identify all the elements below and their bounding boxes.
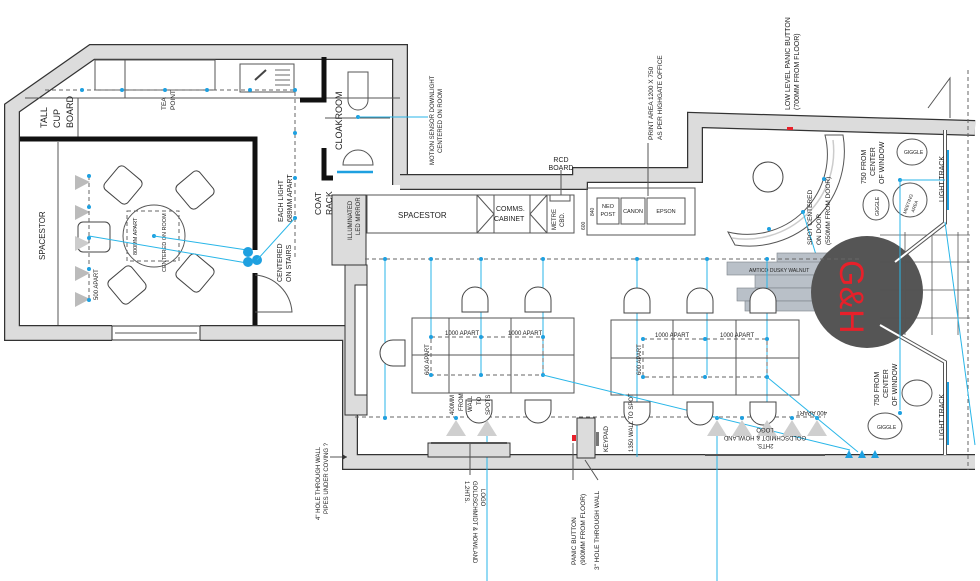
brand-mark: G&H xyxy=(832,260,870,334)
giggle-seat xyxy=(896,138,928,166)
logo-right-label: 2HTS.GOLDSCHMIDT & HOWLANDLOGO xyxy=(723,426,806,448)
wall-washer-lights xyxy=(75,174,91,307)
epson-label: EPSON xyxy=(656,209,675,215)
panic-button-label: PANIC BUTTON(900MM FROM FLOOR) xyxy=(571,494,587,565)
giggle-label: GIGGLE xyxy=(875,196,881,216)
meeting-room: SPACESTOR 800MM APART CENTERED ON ROOM 5… xyxy=(20,136,296,325)
panic-button-icon xyxy=(572,435,576,441)
coat-rack-label: COATRACK xyxy=(313,191,334,215)
round-table xyxy=(122,204,186,268)
wall-to-spot-label: 1350 WALL TO SPOT xyxy=(629,393,635,452)
spacestor-right-label: SPACESTOR xyxy=(398,211,447,220)
reception: LOW LEVEL PANIC BUTTON(700MM FROM FLOOR)… xyxy=(726,17,976,470)
apart-1000-label: 1000 APART xyxy=(655,333,689,339)
giggle-label: GIGGLE xyxy=(877,425,897,431)
giggle-seat xyxy=(862,189,890,221)
giggle-seat xyxy=(867,412,903,440)
giggle-seat xyxy=(901,379,933,407)
door-swing xyxy=(254,274,293,313)
dim-600: 600 xyxy=(581,221,587,230)
apart-1000-label: 1000 APART xyxy=(445,331,479,337)
dim-840: 840 xyxy=(590,207,596,216)
office: 1000 APART 1000 APART 1000 APART 1000 AP… xyxy=(355,257,879,581)
basin-icon xyxy=(342,149,374,166)
walls xyxy=(4,44,976,470)
hole-3-label: 3" HOLE THROUGH WALL xyxy=(594,490,601,570)
apart-600-label: 600 APART xyxy=(425,344,431,375)
keypad-icon xyxy=(596,432,599,446)
cloakroom-label: CLOAKROOM xyxy=(334,91,344,150)
spacestor-left-label: SPACESTOR xyxy=(38,211,47,260)
comms-cabinet-label: COMMS.CABINET xyxy=(494,206,525,223)
low-panic-label: LOW LEVEL PANIC BUTTON(700MM FROM FLOOR) xyxy=(785,17,801,110)
table-spacing-label: 800MM APART xyxy=(133,217,139,255)
low-panic-button-icon xyxy=(787,127,793,130)
apart-600-label: 600 APART xyxy=(637,344,643,375)
toilet-icon xyxy=(347,71,369,111)
light-track-label: LIGHT TRACK xyxy=(939,156,946,202)
centered-on-room-label: CENTERED ON ROOM xyxy=(162,213,168,272)
giggle-label: GIGGLE xyxy=(904,150,924,156)
reception-chair xyxy=(752,161,784,193)
keypad-label: KEYPAD xyxy=(603,426,610,452)
apart-500-label: 500 APART xyxy=(94,269,100,300)
reception-desk xyxy=(727,134,845,247)
flooring-label: AMTICO DUSKY WALNUT xyxy=(749,268,809,274)
office-chairs xyxy=(379,286,777,426)
meeting-area-label: MEETINGAREA xyxy=(902,193,920,217)
meeting-table xyxy=(892,182,928,218)
wall-lights xyxy=(845,450,879,458)
apart-400-label: 400 APART xyxy=(796,409,827,415)
spotlights xyxy=(446,420,827,436)
stair-grid xyxy=(880,232,970,335)
canon-label: CANON xyxy=(623,209,643,215)
apart-1000-label: 1000 APART xyxy=(720,333,754,339)
apart-1000-label: 1000 APART xyxy=(508,331,542,337)
sink-icon xyxy=(239,63,295,93)
chairs xyxy=(77,165,215,305)
light-track-label: LIGHT TRACK xyxy=(939,394,946,440)
logo-disc xyxy=(811,236,923,348)
